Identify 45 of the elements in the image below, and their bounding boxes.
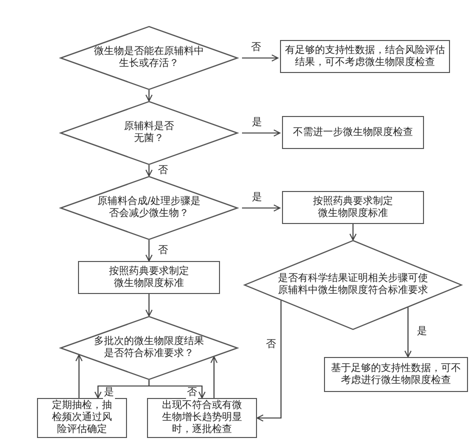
edge-label: 是 <box>251 117 263 129</box>
process-box <box>282 116 424 149</box>
process-box <box>147 398 257 438</box>
arrow <box>404 307 412 358</box>
node-text: 原辅料是否无菌？ <box>123 121 175 145</box>
decision-diamond <box>60 316 238 380</box>
process-box <box>282 191 424 224</box>
edge-label: 否 <box>157 244 169 256</box>
arrow <box>242 129 280 137</box>
node-text: 原辅料合成/处理步骤是否会减少微生物？ <box>96 196 202 220</box>
process-box <box>324 357 468 392</box>
edge-label: 是 <box>416 326 428 338</box>
node-text: 有足够的支持性数据，结合风险评估结果，可不考虑微生物限度检查 <box>284 44 446 68</box>
process-box <box>280 40 450 73</box>
edge-label: 否 <box>265 339 277 352</box>
arrow <box>145 90 153 102</box>
decision-diamond <box>60 176 238 240</box>
node-text: 不需进一步微生物限度检查 <box>292 126 414 138</box>
edge-label: 是 <box>103 387 115 399</box>
process-box <box>37 398 127 438</box>
edge-label: 否 <box>157 164 169 176</box>
edge-label: 否 <box>250 42 262 54</box>
decision-diamond <box>60 101 238 165</box>
arrow <box>256 300 282 422</box>
node-text: 多批次的微生物限度结果是否符合标准要求？ <box>93 336 205 360</box>
node-text: 按照药典要求制定微生物限度标准 <box>108 266 190 290</box>
node-text: 微生物是否能在原辅料中生长或存活？ <box>93 46 205 70</box>
arrow <box>145 240 153 262</box>
arrow <box>242 54 278 62</box>
node-text: 按照药典要求制定微生物限度标准 <box>312 196 394 220</box>
arrow <box>148 380 206 398</box>
node-text: 基于足够的支持性数据，可不考虑进行微生物限度检查 <box>330 362 462 386</box>
process-box <box>78 261 220 294</box>
arrow <box>145 165 153 176</box>
arrow <box>210 356 218 398</box>
decision-diamond <box>60 26 238 90</box>
node-text: 出现不符合或有微生物增长趋势明显时，逐批检查 <box>161 400 243 436</box>
arrow <box>349 224 357 240</box>
node-text: 定期抽检，抽检频次通过风险评估确定 <box>51 400 113 436</box>
node-text: 是否有科学结果证明相关步骤可使原辅料中微生物限度符合标准要求 <box>277 273 429 297</box>
edge-label: 是 <box>251 192 263 204</box>
arrow <box>242 204 280 212</box>
arrow <box>75 354 83 398</box>
edge-label: 否 <box>186 387 198 399</box>
arrow <box>145 294 153 316</box>
